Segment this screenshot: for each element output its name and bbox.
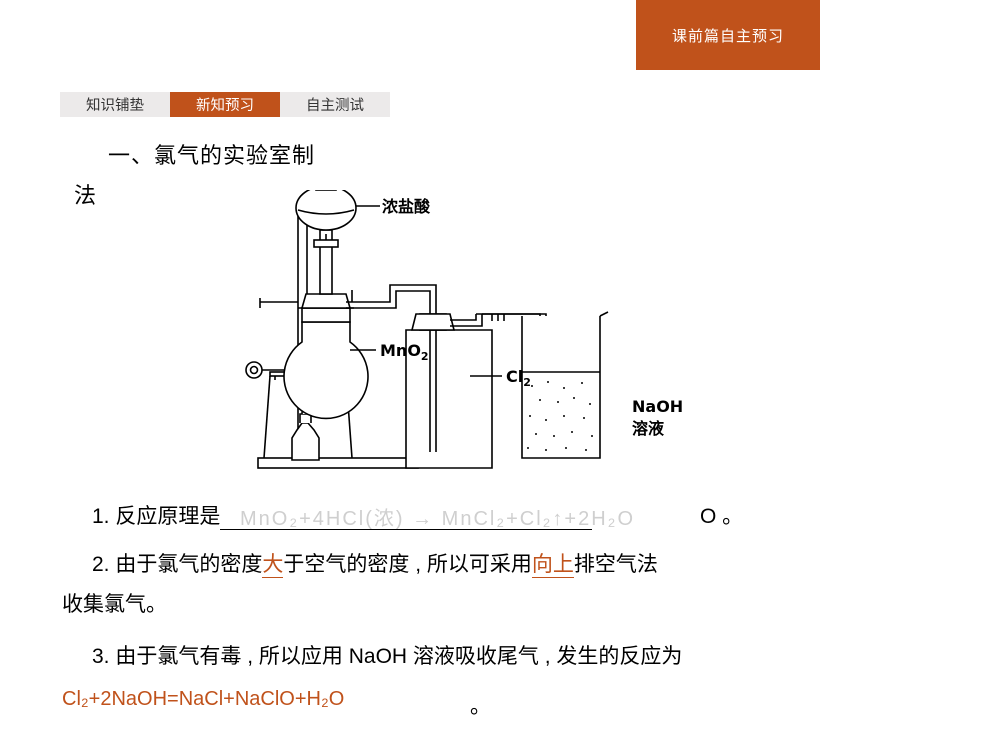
item1-answer-blank xyxy=(220,507,593,530)
page-title-line2: 法 xyxy=(74,183,97,208)
item1-text: 反应原理是 xyxy=(115,505,221,528)
item2-text-a: 由于氯气的密度 xyxy=(115,553,263,576)
tab-knowledge-base[interactable]: 知识铺垫 xyxy=(60,92,170,117)
item1-tail: O 。 xyxy=(700,505,744,528)
tab-bar: 知识铺垫 新知预习 自主测试 xyxy=(60,92,390,117)
item2-number: 2. xyxy=(92,553,110,576)
apparatus-diagram: 浓盐酸 MnO2 Cl2 NaOH 溶液 xyxy=(240,190,740,480)
item2-answer-1: 大 xyxy=(262,553,284,578)
label-naoh: NaOH xyxy=(632,397,683,416)
item2-text-c: 排空气法 xyxy=(573,553,658,576)
label-naoh-solution: 溶液 xyxy=(632,419,665,438)
item3-number: 3. xyxy=(92,645,110,668)
body-item-2: 2. 由于氯气的密度大于空气的密度 , 所以可采用向上排空气法 xyxy=(92,548,658,578)
tab-self-test[interactable]: 自主测试 xyxy=(280,92,390,117)
body-item-1: 1. 反应原理是 xyxy=(92,500,593,530)
item1-answer-formula: MnO₂+4HCl(浓) → MnCl₂+Cl₂↑+2H₂O xyxy=(240,508,635,530)
item1-number: 1. xyxy=(92,505,110,528)
label-concentrated-hcl: 浓盐酸 xyxy=(382,197,431,216)
body-item-3: 3. 由于氯气有毒 , 所以应用 NaOH 溶液吸收尾气 , 发生的反应为 xyxy=(92,640,682,670)
section-banner: 课前篇自主预习 xyxy=(636,0,820,70)
page-title-line1: 一、氯气的实验室制 xyxy=(108,143,316,168)
tab-new-preview[interactable]: 新知预习 xyxy=(170,92,280,117)
item3-text-b: NaOH 溶液吸收尾气 , 发生的反应为 xyxy=(348,645,683,668)
label-mno2: MnO2 xyxy=(380,341,429,363)
body-item-2-cont: 收集氯气。 xyxy=(62,593,167,616)
item3-text-a: 由于氯气有毒 , 所以应用 xyxy=(115,645,343,668)
item3-answer-formula: Cl₂+2NaOH=NaCl+NaClO+H₂O xyxy=(62,688,345,710)
item2-text-b: 于空气的密度 , 所以可采用 xyxy=(283,553,532,576)
item3-tail: 。 xyxy=(470,695,491,718)
item2-answer-2: 向上 xyxy=(531,553,574,578)
